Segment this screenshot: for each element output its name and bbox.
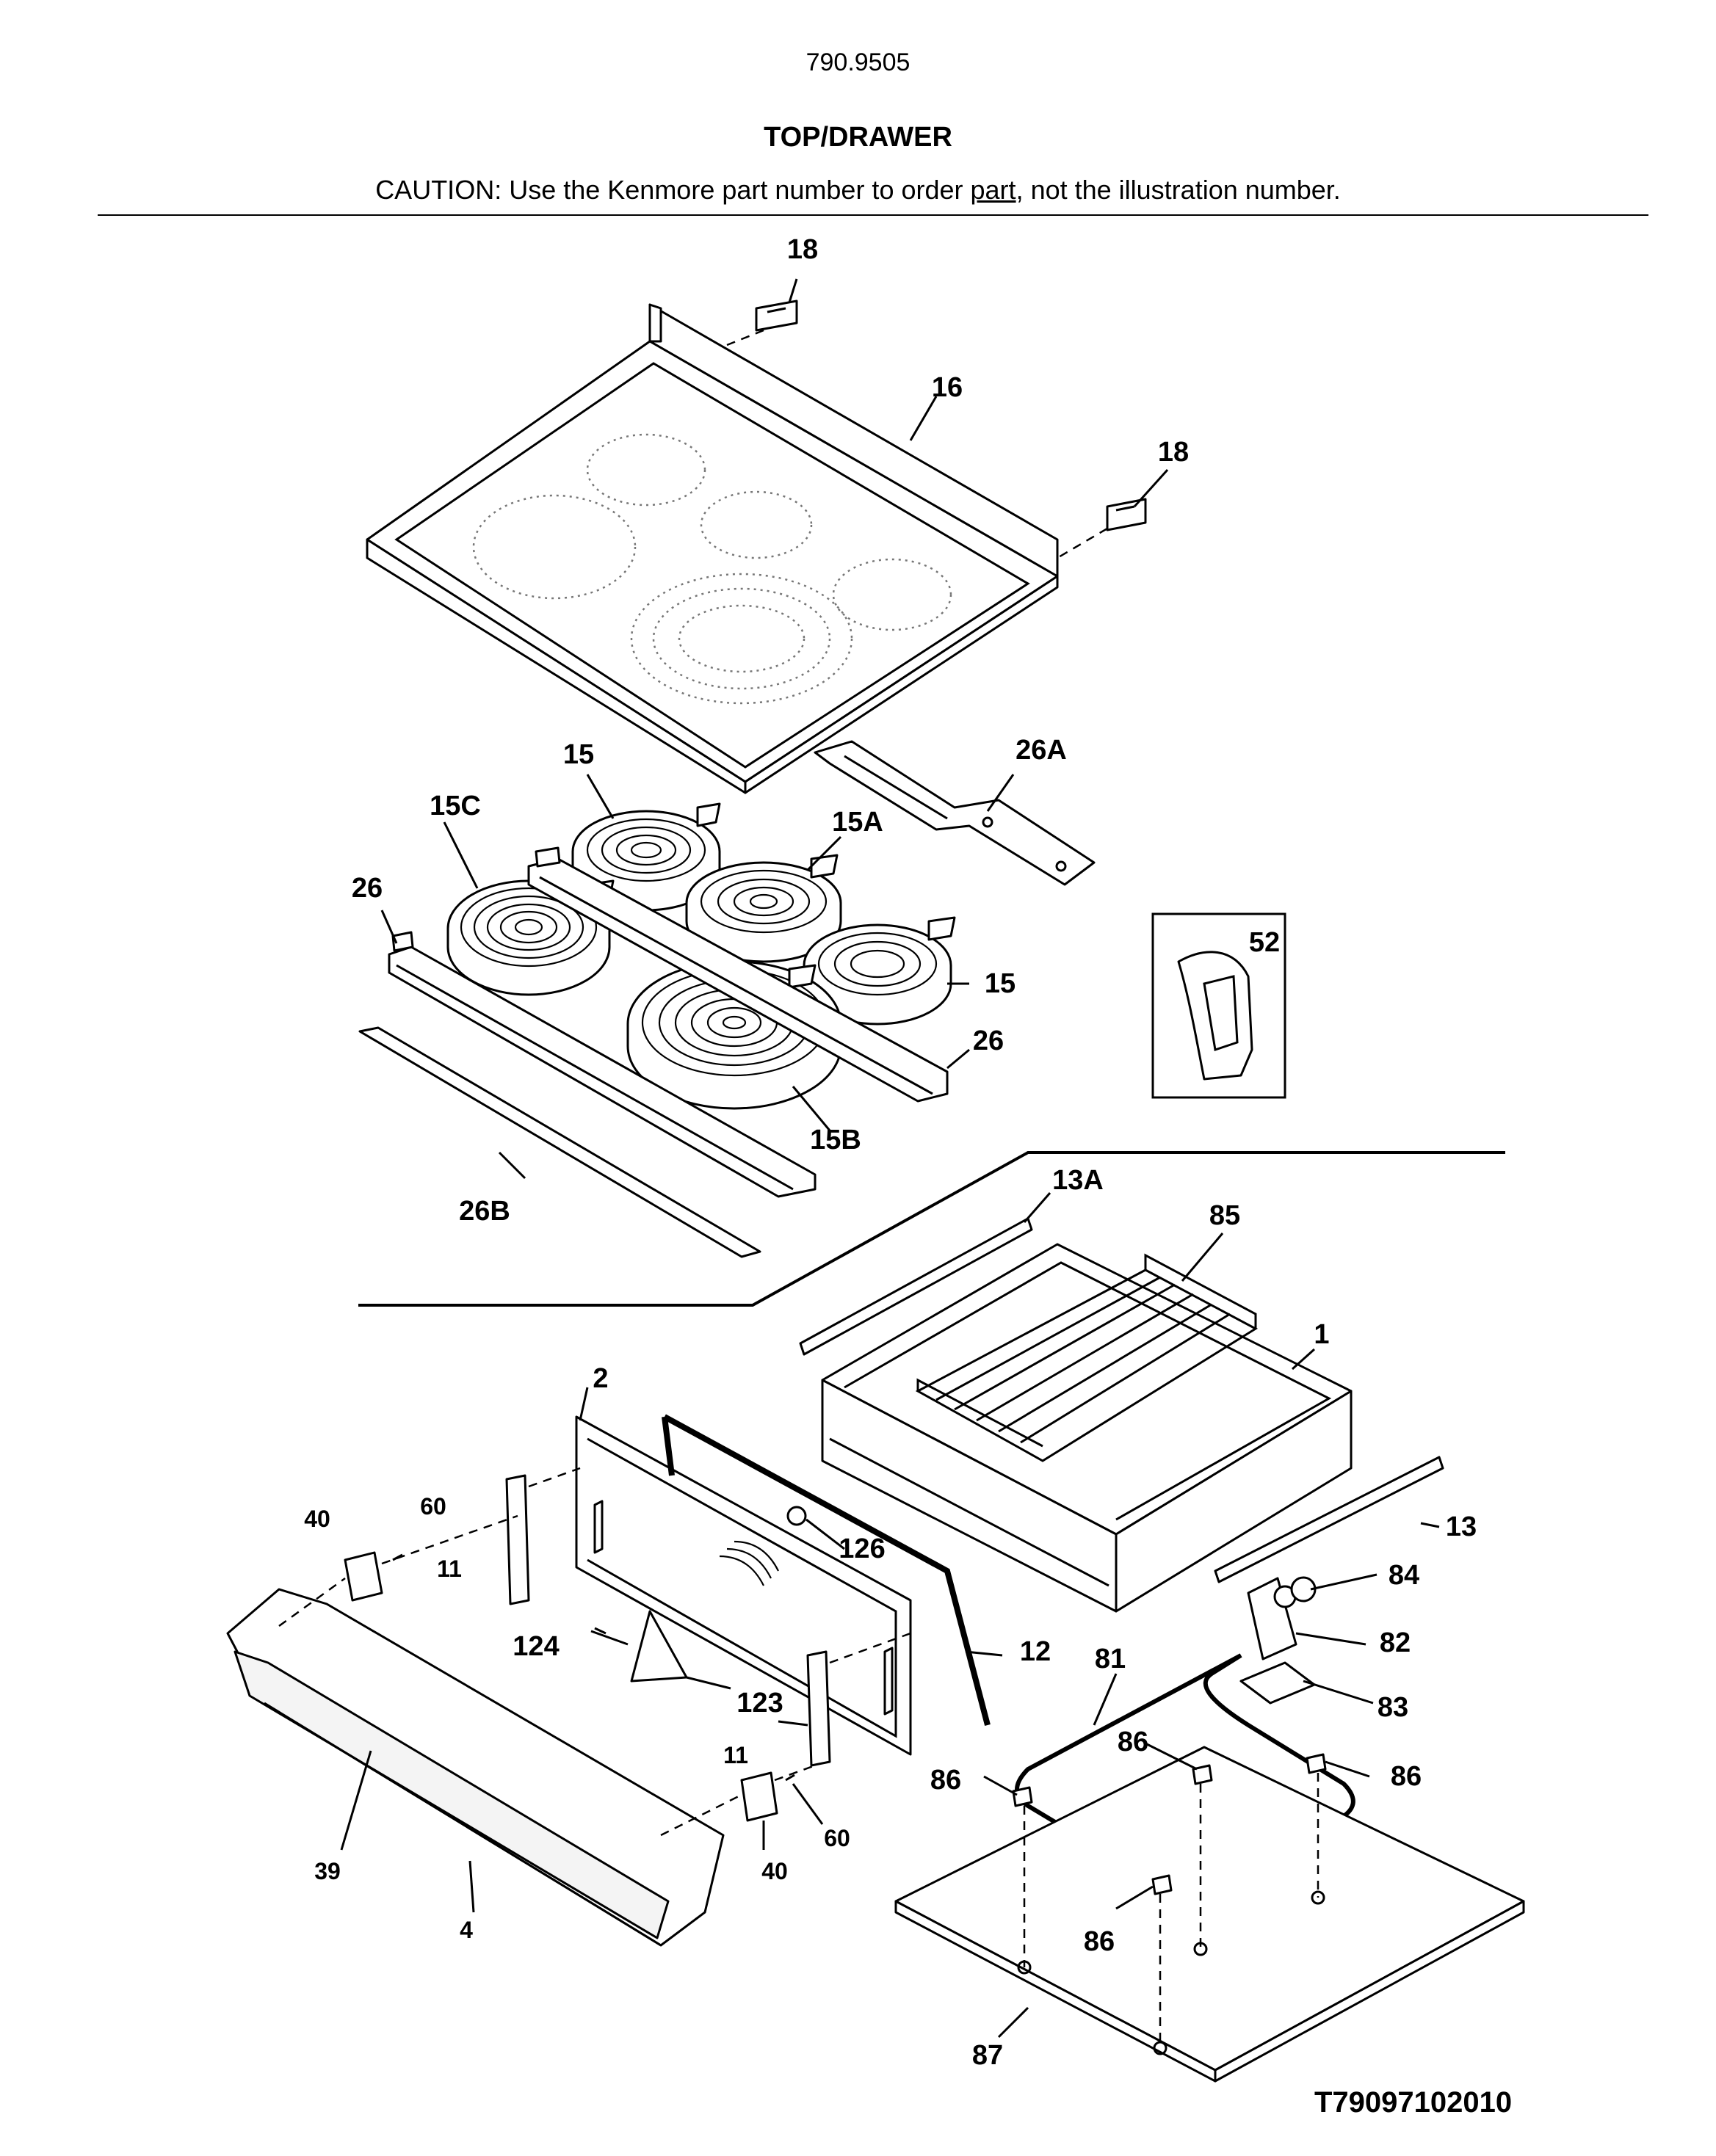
panel-bracket-40-left[interactable]: [344, 1551, 383, 1602]
top-bracket-18-right[interactable]: [1106, 498, 1147, 531]
drawer-gasket-12[interactable]: [662, 1414, 991, 1727]
surface-element-15a[interactable]: [685, 854, 842, 963]
callout-60-left: 60: [420, 1493, 446, 1520]
callout-12: 12: [1020, 1636, 1051, 1667]
callout-13: 13: [1446, 1511, 1477, 1542]
callout-4: 4: [460, 1917, 473, 1943]
surface-element-15-right[interactable]: [803, 916, 956, 1026]
callout-2: 2: [593, 1363, 608, 1394]
callout-123: 123: [736, 1688, 783, 1718]
callout-15c: 15C: [430, 791, 481, 821]
element-bracket-82[interactable]: [1247, 1577, 1297, 1660]
callout-13a: 13A: [1052, 1165, 1104, 1196]
callout-84: 84: [1389, 1560, 1419, 1591]
callout-86-bottom: 86: [1084, 1926, 1115, 1957]
callout-15a: 15A: [832, 807, 883, 838]
section-divider: [358, 1151, 1505, 1307]
panel-bracket-40-right[interactable]: [740, 1771, 778, 1822]
front-trim-strip-26b[interactable]: [358, 1026, 761, 1258]
callout-26b: 26B: [459, 1196, 510, 1227]
caution-part-link[interactable]: part: [970, 175, 1016, 205]
screw-124[interactable]: [594, 1627, 607, 1635]
drawer-slide-13a[interactable]: [799, 1217, 1033, 1356]
header-rule: [98, 214, 1648, 216]
callout-86-top: 86: [1118, 1727, 1148, 1757]
drawer-rack-85[interactable]: [915, 1253, 1259, 1462]
callout-60-right: 60: [824, 1825, 850, 1851]
callout-15-right: 15: [985, 968, 1016, 999]
callout-81: 81: [1095, 1644, 1126, 1674]
callout-26-left: 26: [352, 873, 383, 904]
clips-86[interactable]: [1012, 1753, 1327, 1895]
callout-40-left: 40: [304, 1506, 330, 1532]
callout-18-left: 18: [787, 234, 818, 265]
callout-11-right: 11: [723, 1742, 748, 1768]
element-rail-26-right[interactable]: [527, 846, 949, 1103]
callout-83: 83: [1377, 1692, 1408, 1723]
cooktop-glass-top[interactable]: [366, 303, 1059, 794]
callout-16: 16: [932, 372, 963, 403]
bracket-18-left-guide: [726, 329, 764, 346]
element-support-bracket-26a[interactable]: [814, 740, 1096, 886]
callout-26a: 26A: [1016, 735, 1067, 766]
callout-86-left: 86: [930, 1765, 961, 1796]
callout-15b: 15B: [810, 1125, 861, 1155]
drawer-front-panel-4[interactable]: [226, 1588, 725, 1947]
callout-82: 82: [1380, 1627, 1411, 1658]
vent-knob-126[interactable]: [786, 1506, 807, 1526]
leader-lines: [340, 278, 1440, 2039]
caution-note: CAUTION: Use the Kenmore part number to …: [0, 175, 1716, 206]
illustration-id: T79097102010: [1314, 2086, 1513, 2119]
callout-126: 126: [839, 1533, 885, 1564]
vent-baffle-123[interactable]: [630, 1610, 688, 1683]
caution-text-prefix: CAUTION: Use the Kenmore part number to …: [375, 175, 971, 205]
top-bracket-18-left[interactable]: [755, 300, 798, 332]
drawer-bracket-11-right[interactable]: [806, 1650, 831, 1767]
callout-18-right: 18: [1158, 437, 1189, 468]
element-rail-26-left[interactable]: [388, 931, 817, 1198]
drawer-bracket-11-left[interactable]: [505, 1474, 530, 1605]
callout-15-top: 15: [563, 739, 594, 770]
model-number: 790.9505: [805, 48, 911, 76]
part-52-inset[interactable]: [1151, 912, 1286, 1099]
callout-26-right: 26: [973, 1026, 1004, 1056]
callout-52: 52: [1249, 927, 1280, 958]
screw-60-right[interactable]: [785, 1774, 795, 1782]
drawer-slide-13[interactable]: [1214, 1456, 1444, 1583]
base-guides: [1023, 1773, 1319, 2048]
drawer-body-1[interactable]: [821, 1243, 1353, 1613]
drawer-assembly-guides: [278, 1467, 911, 1837]
callout-86-right: 86: [1391, 1761, 1422, 1792]
section-title: TOP/DRAWER: [764, 122, 952, 153]
surface-element-15-top[interactable]: [571, 802, 721, 912]
caution-text-suffix: , not the illustration number.: [1016, 175, 1341, 205]
drawer-base-pan-87[interactable]: [894, 1746, 1525, 2083]
callout-87: 87: [972, 2040, 1003, 2071]
callout-1: 1: [1314, 1319, 1329, 1350]
callout-85: 85: [1209, 1200, 1240, 1231]
callout-39: 39: [314, 1858, 341, 1884]
vent-arcs: [719, 1540, 779, 1586]
mounting-plate-83[interactable]: [1239, 1661, 1316, 1705]
callout-124: 124: [513, 1631, 559, 1662]
bracket-18-right-guide: [1057, 527, 1108, 559]
callout-11-left: 11: [437, 1556, 462, 1582]
callout-40-right: 40: [761, 1858, 788, 1884]
